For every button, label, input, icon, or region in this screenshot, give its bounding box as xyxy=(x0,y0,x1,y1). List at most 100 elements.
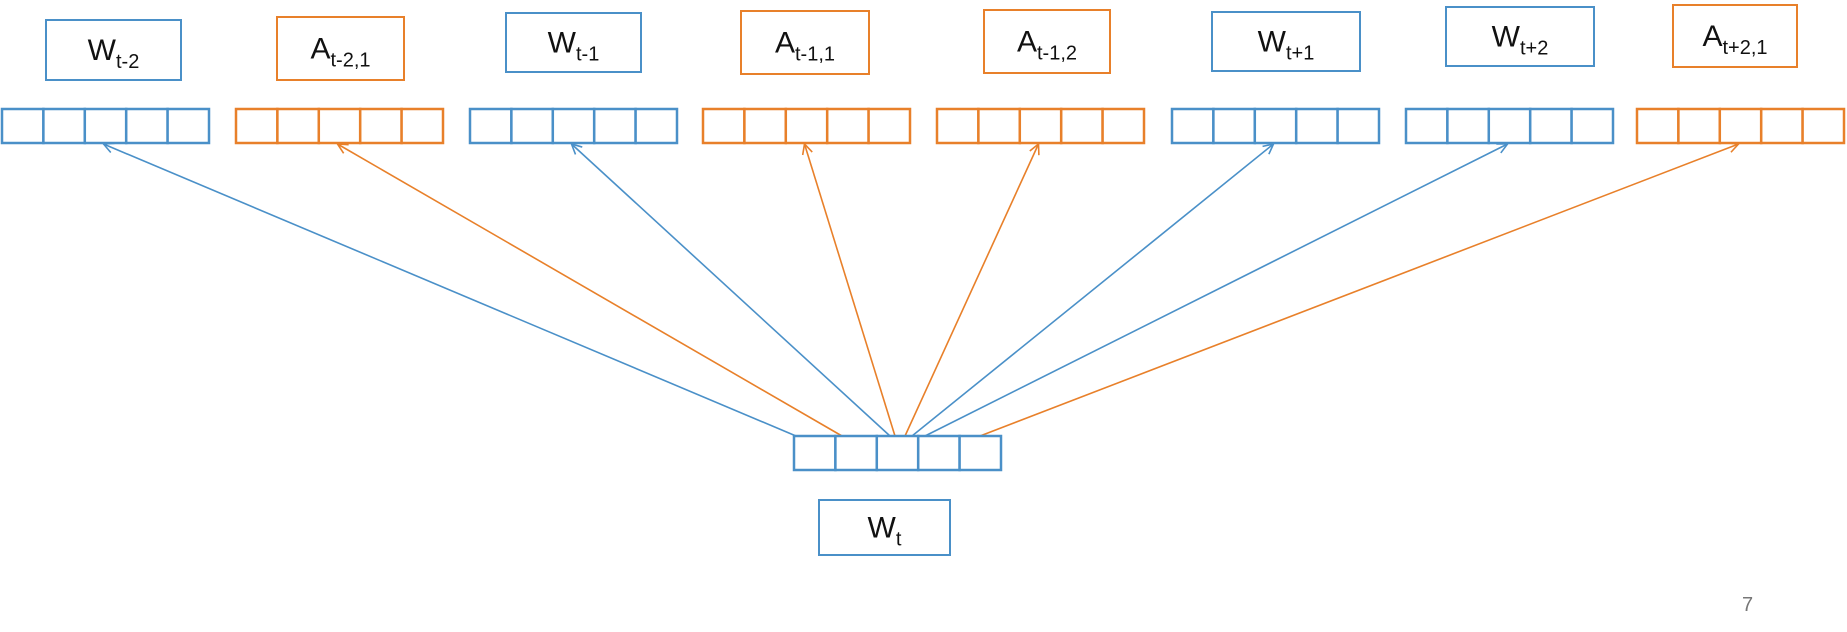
context-attribute-4-vector-cell-2 xyxy=(743,107,788,145)
context-attribute-2-label: At-2,1 xyxy=(310,33,370,72)
context-attribute-4-vector-cell-5 xyxy=(867,107,912,145)
context-word-3: Wt-1 xyxy=(468,12,679,145)
context-word-6-vector-cell-3 xyxy=(1253,107,1298,145)
context-attribute-8-base: A xyxy=(1702,20,1722,53)
context-attribute-4: At-1,1 xyxy=(701,10,912,145)
context-attribute-2-vector-cell-5 xyxy=(400,107,445,145)
context-word-7-vector-cell-3 xyxy=(1487,107,1532,145)
context-word-1-vector-cell-1 xyxy=(0,107,45,145)
context-word-6-subscript: t+1 xyxy=(1286,43,1314,65)
context-word-1-vector-cell-3 xyxy=(83,107,128,145)
context-word-7-vector-cell-5 xyxy=(1570,107,1615,145)
context-word-1-vector-cell-2 xyxy=(42,107,87,145)
context-word-6-vector-cell-5 xyxy=(1336,107,1381,145)
context-attribute-4-label: At-1,1 xyxy=(775,27,835,66)
context-word-1-box xyxy=(45,19,182,81)
center-word-vector-cell-5 xyxy=(958,434,1003,472)
context-attribute-5-box xyxy=(983,9,1111,74)
context-word-6-vector-cell-2 xyxy=(1212,107,1257,145)
context-attribute-8-subscript: t+2,1 xyxy=(1722,37,1767,59)
center-word-label: Wt xyxy=(868,512,902,551)
context-word-6-vector-cell-4 xyxy=(1294,107,1339,145)
context-attribute-8-vector-cell-5 xyxy=(1801,107,1846,145)
context-word-3-box xyxy=(505,12,642,73)
context-word-6-base: W xyxy=(1258,26,1287,59)
center-word-base: W xyxy=(868,512,897,545)
context-word-1-label: Wt-2 xyxy=(88,34,140,73)
context-attribute-5-vector-cell-1 xyxy=(935,107,980,145)
context-word-1-base: W xyxy=(88,34,117,67)
context-word-7-vector-cell-2 xyxy=(1446,107,1491,145)
context-word-3-vector-cell-5 xyxy=(634,107,679,145)
context-attribute-4-box xyxy=(740,10,870,75)
context-word-1-vector-cell-5 xyxy=(166,107,211,145)
context-word-6-box xyxy=(1211,11,1361,72)
context-attribute-4-base: A xyxy=(775,27,795,60)
arrow-to-context-attribute-8 xyxy=(979,144,1739,437)
context-attribute-4-vector-cell-3 xyxy=(784,107,829,145)
context-attribute-4-subscript: t-1,1 xyxy=(795,44,835,66)
page-number: 7 xyxy=(1742,594,1753,616)
context-attribute-4-vector-cell-4 xyxy=(825,107,870,145)
context-word-6: Wt+1 xyxy=(1170,11,1381,145)
context-word-3-label: Wt-1 xyxy=(548,27,600,66)
context-attribute-8-vector-cell-3 xyxy=(1718,107,1763,145)
arrow-to-context-word-3 xyxy=(572,144,891,437)
context-attribute-2-base: A xyxy=(310,33,330,66)
context-attribute-2-vector-cell-1 xyxy=(234,107,279,145)
context-attribute-8-label: At+2,1 xyxy=(1702,20,1767,59)
context-word-3-vector-cell-2 xyxy=(510,107,555,145)
context-attribute-2-vector-cell-4 xyxy=(358,107,403,145)
context-attribute-2-vector-cell-3 xyxy=(317,107,362,145)
center-word: Wt xyxy=(792,434,1003,556)
context-attribute-4-vector-cell-1 xyxy=(701,107,746,145)
context-attribute-5-label: At-1,2 xyxy=(1017,26,1077,65)
context-word-7-label: Wt+2 xyxy=(1492,21,1549,60)
context-attribute-8-vector-cell-1 xyxy=(1635,107,1680,145)
arrow-to-context-word-1 xyxy=(104,144,797,437)
context-word-3-subscript: t-1 xyxy=(576,44,599,66)
context-word-1: Wt-2 xyxy=(0,19,211,145)
context-attribute-8: At+2,1 xyxy=(1635,4,1846,145)
context-word-7-subscript: t+2 xyxy=(1520,38,1548,60)
arrow-to-context-word-6 xyxy=(911,144,1274,437)
context-word-3-vector-cell-3 xyxy=(551,107,596,145)
context-attribute-5-base: A xyxy=(1017,26,1037,59)
arrow-to-context-attribute-4 xyxy=(805,144,896,437)
context-attribute-8-box xyxy=(1672,4,1798,68)
context-word-3-vector-cell-4 xyxy=(592,107,637,145)
context-attribute-2-box xyxy=(276,16,405,81)
context-attribute-8-vector-cell-2 xyxy=(1677,107,1722,145)
context-attribute-5-vector-cell-5 xyxy=(1101,107,1146,145)
center-word-vector-cell-2 xyxy=(834,434,879,472)
context-word-6-label: Wt+1 xyxy=(1258,26,1315,65)
context-word-7-box xyxy=(1445,6,1595,67)
context-attribute-5-vector-cell-4 xyxy=(1059,107,1104,145)
context-attribute-2: At-2,1 xyxy=(234,16,445,145)
context-attribute-5-vector-cell-2 xyxy=(977,107,1022,145)
context-word-1-vector-cell-4 xyxy=(124,107,169,145)
context-word-7-base: W xyxy=(1492,21,1521,54)
context-word-6-vector-cell-1 xyxy=(1170,107,1215,145)
context-attribute-5: At-1,2 xyxy=(935,9,1146,145)
context-word-7: Wt+2 xyxy=(1404,6,1615,145)
context-word-3-base: W xyxy=(548,27,577,60)
arrows-layer xyxy=(104,144,1739,437)
center-word-vector-cell-4 xyxy=(916,434,961,472)
arrow-to-context-attribute-2 xyxy=(338,144,843,437)
arrow-to-context-attribute-5 xyxy=(904,144,1039,437)
center-word-box xyxy=(818,499,951,556)
context-attribute-2-vector-cell-2 xyxy=(276,107,321,145)
context-attribute-5-vector-cell-3 xyxy=(1018,107,1063,145)
center-word-subscript: t xyxy=(896,529,902,551)
context-word-1-subscript: t-2 xyxy=(116,51,139,73)
context-word-3-vector-cell-1 xyxy=(468,107,513,145)
center-word-vector-cell-3 xyxy=(875,434,920,472)
context-attribute-5-subscript: t-1,2 xyxy=(1037,43,1077,65)
context-word-7-vector-cell-4 xyxy=(1528,107,1573,145)
center-word-vector-cell-1 xyxy=(792,434,837,472)
context-word-7-vector-cell-1 xyxy=(1404,107,1449,145)
arrow-to-context-word-7 xyxy=(924,144,1508,437)
